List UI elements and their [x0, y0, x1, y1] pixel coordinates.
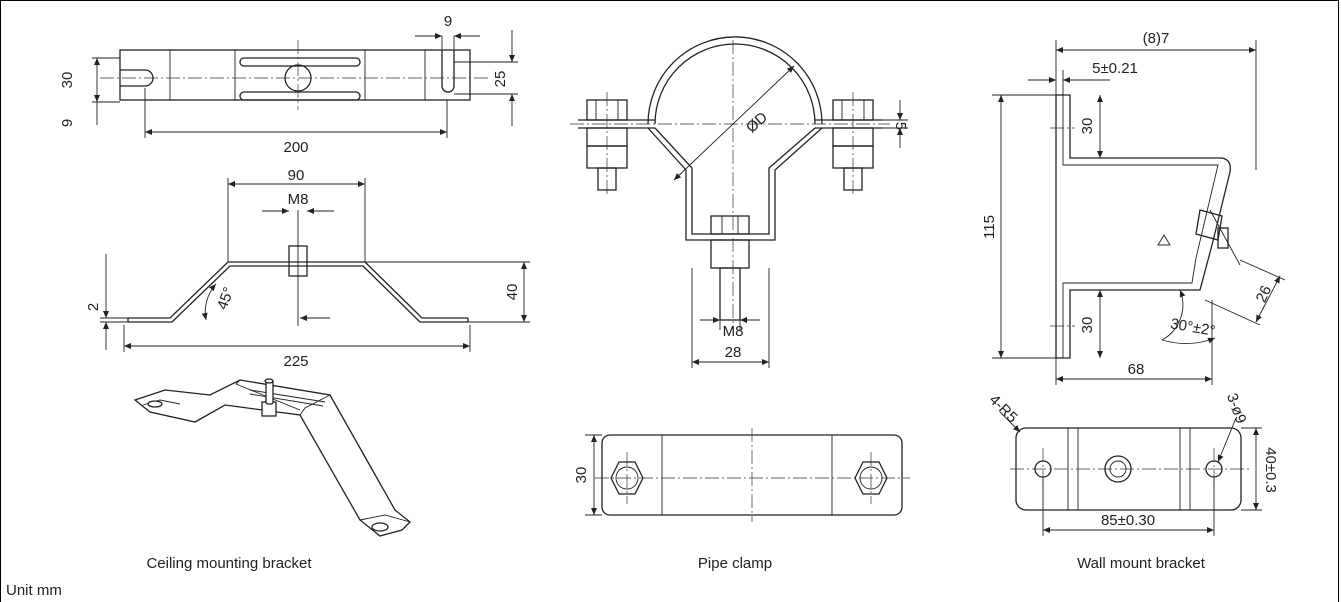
- ceiling-bracket-top-view: [92, 30, 518, 138]
- dim-clamp-thickness: 5: [892, 122, 909, 130]
- dim-top-length: (8)7: [1143, 30, 1170, 47]
- dim-pipe-bolt: M8: [723, 323, 744, 340]
- dim-plate-height: 30: [573, 467, 590, 484]
- caption-wall-bracket: Wall mount bracket: [1077, 555, 1206, 572]
- dim-depth: 68: [1128, 361, 1145, 378]
- wall-bracket-front-view: [999, 411, 1262, 536]
- unit-label: Unit mm: [6, 582, 62, 599]
- dim-upper-leg: 30: [1079, 118, 1096, 135]
- dim-slot-gap: 25: [492, 71, 509, 88]
- dim-slot-width: 9: [59, 119, 76, 127]
- pipe-clamp-front-view: [570, 36, 908, 368]
- dim-hole-width: 9: [444, 13, 452, 30]
- dim-angle: 45°: [214, 285, 238, 312]
- caption-pipe-clamp: Pipe clamp: [698, 555, 772, 572]
- dim-total-height: 115: [981, 215, 998, 239]
- dim-slot-height: 30: [59, 72, 76, 89]
- dim-hole-count: 3-ø9: [1223, 391, 1250, 426]
- dim-total-length: 225: [283, 353, 308, 370]
- dim-pipe-width: 28: [725, 344, 742, 361]
- dim-slot-offset: 26: [1253, 283, 1275, 305]
- ceiling-bracket-side-view: [100, 178, 530, 352]
- dim-pipe-diameter: ØD: [743, 109, 771, 137]
- ceiling-bracket-isometric: [133, 378, 411, 537]
- dim-plate-height-tolerance: 40±0.3: [1262, 447, 1279, 493]
- dim-bend-angle: 30°±2°: [1169, 315, 1217, 340]
- dim-length: 200: [283, 139, 308, 156]
- dim-height: 40: [504, 284, 521, 301]
- dim-offset: 5±0.21: [1092, 60, 1138, 77]
- dim-bolt-size: M8: [288, 191, 309, 208]
- dim-hole-pitch: 85±0.30: [1101, 512, 1155, 529]
- dim-top-width: 90: [288, 167, 305, 184]
- pipe-clamp-top-view: [585, 428, 910, 522]
- dim-corner-radius: 4-R5: [986, 391, 1021, 426]
- wall-bracket-side-view: [992, 40, 1286, 385]
- caption-ceiling-bracket: Ceiling mounting bracket: [146, 555, 312, 572]
- dim-thickness: 2: [85, 303, 102, 311]
- dim-lower-leg: 30: [1079, 317, 1096, 334]
